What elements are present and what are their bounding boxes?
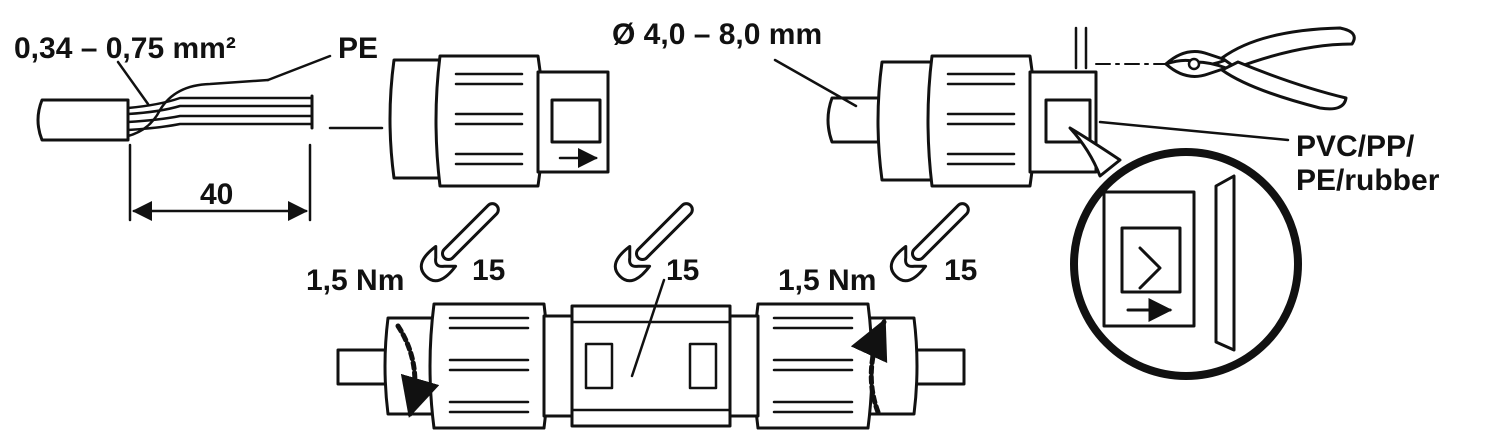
connector-with-cable	[826, 26, 1167, 188]
connector-housing-open	[388, 54, 610, 188]
leader-center	[630, 278, 666, 378]
leader-pe	[266, 54, 332, 82]
wrench-icon	[889, 202, 970, 283]
arrow-icon	[395, 323, 440, 418]
torque-label-left: 1,5 Nm	[306, 264, 404, 297]
leader-cross-section	[116, 60, 150, 106]
arrow-icon	[850, 318, 888, 415]
wrench-size-label-right: 15	[944, 254, 977, 287]
cable-materials-label-line1: PVC/PP/	[1296, 130, 1415, 163]
wire-cross-section-label: 0,34 – 0,75 mm²	[14, 32, 236, 65]
torque-label-right: 1,5 Nm	[778, 264, 876, 297]
stripped-cable	[36, 78, 314, 142]
wrench-size-label-left: 15	[472, 254, 505, 287]
leader-materials	[1098, 120, 1290, 142]
leader-diameter	[773, 58, 858, 108]
cable-diameter-label: Ø 4,0 – 8,0 mm	[612, 18, 822, 51]
detail-magnifier	[1068, 126, 1302, 380]
wrench-icon	[419, 202, 500, 283]
strip-length-dimension	[128, 143, 312, 222]
pe-label: PE	[338, 32, 378, 65]
wrench-size-label-center: 15	[666, 254, 699, 287]
strip-length-label: 40	[200, 178, 233, 211]
cable-materials-label-line2: PE/rubber	[1296, 164, 1440, 197]
assembled-coupler	[336, 302, 966, 430]
pliers-icon	[1164, 26, 1356, 111]
